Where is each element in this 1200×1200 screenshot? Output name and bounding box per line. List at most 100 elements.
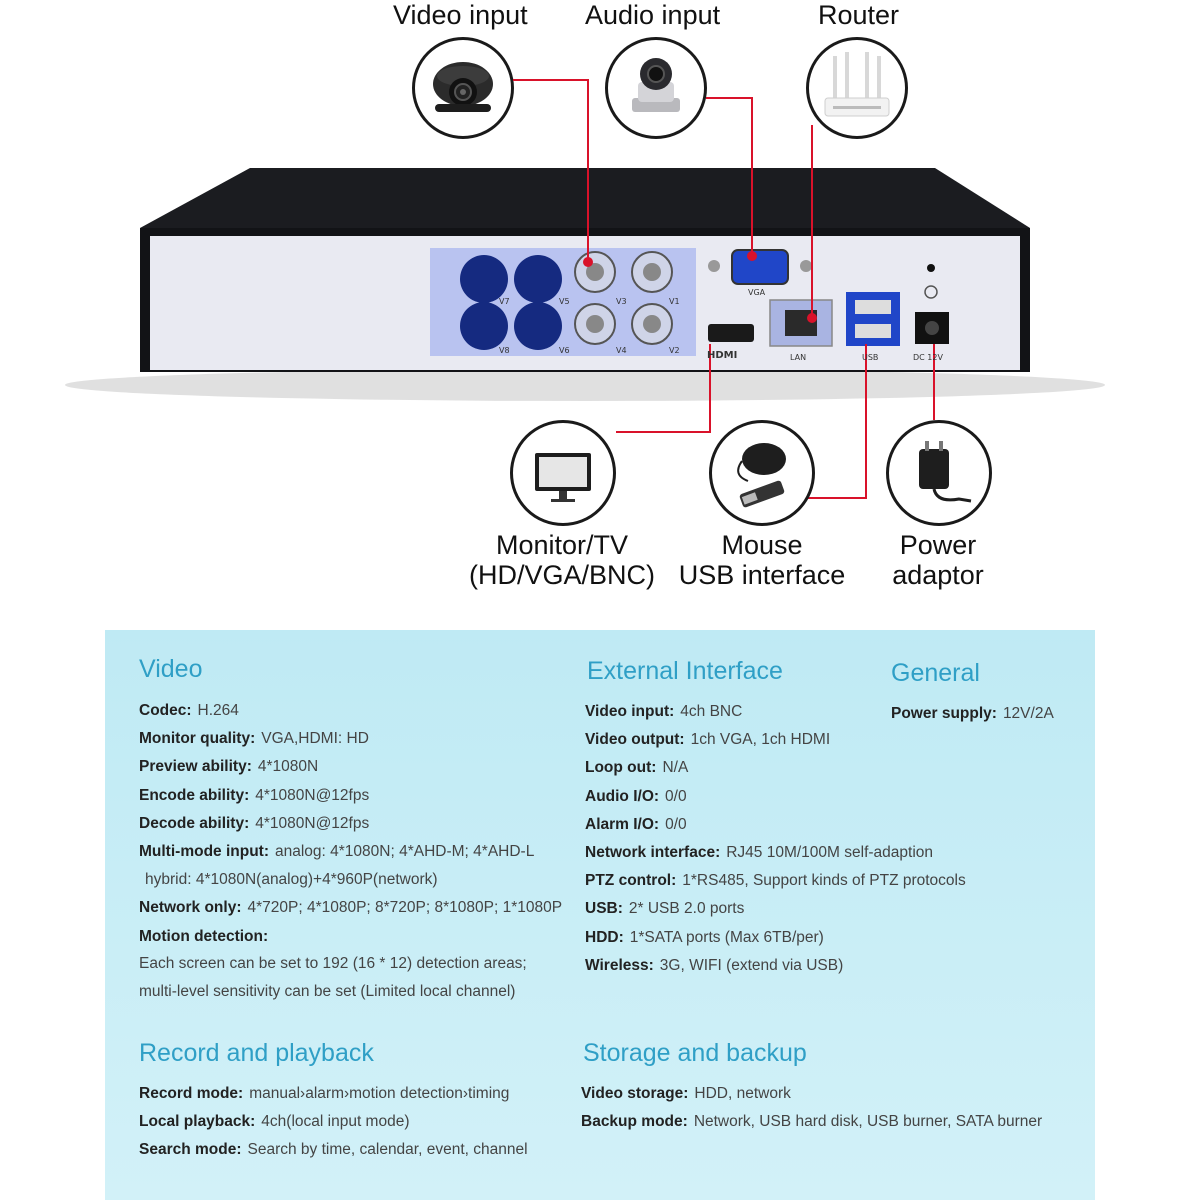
port-label-v3: V3 — [616, 297, 627, 306]
connector-dots — [583, 251, 817, 323]
spec-value: hybrid: 4*1080N(analog)+4*960P(network) — [145, 871, 438, 889]
bnc-connector-v2 — [631, 303, 673, 345]
bnc-blank-v8 — [460, 302, 508, 350]
external-spec-row: Video output: 1ch VGA, 1ch HDMI — [585, 731, 830, 749]
port-label-v7: V7 — [499, 297, 510, 306]
record-spec-row: Search mode: Search by time, calendar, ev… — [139, 1141, 528, 1159]
ptz-camera-icon — [632, 58, 680, 112]
spec-key: Video input: — [585, 703, 675, 720]
spec-value: 4*1080N — [257, 758, 319, 776]
storage-section-title: Storage and backup — [583, 1039, 807, 1067]
port-label-v6: V6 — [559, 346, 570, 355]
spec-key: HDD: — [585, 928, 624, 946]
spec-value: HDD, network — [694, 1085, 791, 1102]
video-section-title: Video — [139, 655, 203, 683]
connector-lines — [513, 79, 935, 499]
spec-value: 12V/2A — [1002, 705, 1054, 722]
spec-key: Alarm I/O: — [585, 815, 660, 833]
monitor-label: Monitor/TV (HD/VGA/BNC) — [462, 530, 662, 590]
line-video-input — [513, 79, 589, 262]
port-label-v1: V1 — [669, 297, 680, 306]
port-label-v5: V5 — [559, 297, 570, 306]
dome-camera-icon — [433, 62, 493, 112]
port-label-dc: DC 12V — [913, 353, 943, 362]
spec-value: 0/0 — [665, 787, 687, 805]
video-spec-row: Monitor quality:VGA,HDMI: HD — [139, 730, 369, 748]
spec-key: Power supply: — [891, 705, 997, 722]
bnc-blank-v5a — [514, 255, 562, 303]
spec-key: Video storage: — [581, 1085, 689, 1102]
port-label-lan: LAN — [790, 353, 807, 362]
vga-screw-right — [800, 260, 812, 272]
spec-key: Loop out: — [585, 759, 657, 777]
external-spec-row: Video input: 4ch BNC — [585, 703, 742, 721]
spec-value: 4*1080N@12fps — [255, 814, 370, 832]
spec-value: VGA,HDMI: HD — [261, 730, 369, 748]
power-adaptor-icon — [919, 441, 972, 503]
router-icon — [824, 52, 890, 117]
dvr-shadow — [65, 369, 1105, 401]
vga-port — [731, 249, 789, 285]
external-spec-row: USB:2* USB 2.0 ports — [585, 900, 744, 918]
bnc-connector-v4 — [574, 303, 616, 345]
spec-value: 4*1080N@12fps — [255, 786, 370, 804]
port-label-usb: USB — [862, 353, 879, 362]
spec-value: H.264 — [197, 702, 239, 719]
spec-value: 1ch VGA, 1ch HDMI — [690, 731, 831, 749]
audio-input-circle — [605, 37, 707, 139]
spec-value: Network, USB hard disk, USB burner, SATA… — [693, 1113, 1043, 1130]
general-section-title: General — [891, 659, 980, 687]
spec-key: Network interface: — [585, 844, 721, 861]
external-spec-row: Loop out:N/A — [585, 759, 688, 777]
router-label: Router — [818, 0, 900, 30]
port-label-v2: V2 — [669, 346, 680, 355]
power-label-line2: adaptor — [892, 560, 984, 590]
dc-indicator — [927, 264, 935, 272]
spec-value: analog: 4*1080N; 4*AHD-M; 4*AHD-L — [275, 843, 535, 860]
video-spec-row: Network only:4*720P; 4*1080P; 8*720P; 8*… — [139, 899, 562, 917]
spec-value: 0/0 — [665, 815, 687, 833]
spec-key: Codec: — [139, 702, 192, 719]
spec-key: Search mode: — [139, 1141, 242, 1158]
mouse-label-line2: USB interface — [678, 560, 846, 590]
spec-key: Decode ability: — [139, 814, 250, 832]
spec-key: Multi-mode input: — [139, 843, 269, 860]
record-spec-row: Local playback:4ch(local input mode) — [139, 1113, 410, 1131]
power-label-line1: Power — [899, 530, 977, 560]
motion-detection-text-2: multi-level sensitivity can be set (Limi… — [139, 983, 516, 1000]
external-spec-row: Alarm I/O: 0/0 — [585, 816, 687, 834]
monitor-icon — [535, 453, 591, 502]
video-spec-row: Multi-mode input: analog: 4*1080N; 4*AHD-… — [139, 843, 534, 861]
spec-value: manual›alarm›motion detection›timing — [249, 1085, 510, 1102]
record-spec-row: Record mode:manual›alarm›motion detectio… — [139, 1085, 509, 1103]
spec-value: 2* USB 2.0 ports — [628, 900, 745, 918]
storage-spec-row: Video storage: HDD, network — [581, 1085, 791, 1103]
port-label-v8: V8 — [499, 346, 510, 355]
mouse-circle — [709, 420, 815, 526]
ground-symbol — [924, 285, 938, 299]
port-label-hdmi: HDMI — [707, 350, 738, 361]
spec-key: Video output: — [585, 731, 685, 749]
line-mouse — [808, 344, 867, 499]
dvr-top-cover — [140, 168, 1030, 228]
bnc-connector-v3 — [574, 251, 616, 293]
spec-value: 1*RS485, Support kinds of PTZ protocols — [682, 872, 966, 890]
line-audio-input — [706, 97, 753, 256]
monitor-label-line2: (HD/VGA/BNC) — [468, 560, 655, 590]
monitor-label-line1: Monitor/TV — [495, 530, 629, 560]
spec-value: 4ch(local input mode) — [261, 1113, 410, 1130]
port-label-vga: VGA — [748, 288, 766, 297]
spec-value: RJ45 10M/100M self-adaption — [726, 844, 934, 861]
port-label-v4: V4 — [616, 346, 627, 355]
line-monitor — [616, 344, 711, 433]
record-section-title: Record and playback — [139, 1039, 374, 1067]
hdmi-port — [708, 324, 754, 342]
mouse-label-line1: Mouse — [721, 530, 803, 560]
external-spec-row: Audio I/O:0/0 — [585, 788, 687, 806]
router-circle — [806, 37, 908, 139]
spec-value: 4ch BNC — [680, 703, 743, 720]
monitor-circle — [510, 420, 616, 526]
spec-value: Search by time, calendar, event, channel — [247, 1141, 528, 1158]
audio-input-label: Audio input — [585, 0, 721, 30]
